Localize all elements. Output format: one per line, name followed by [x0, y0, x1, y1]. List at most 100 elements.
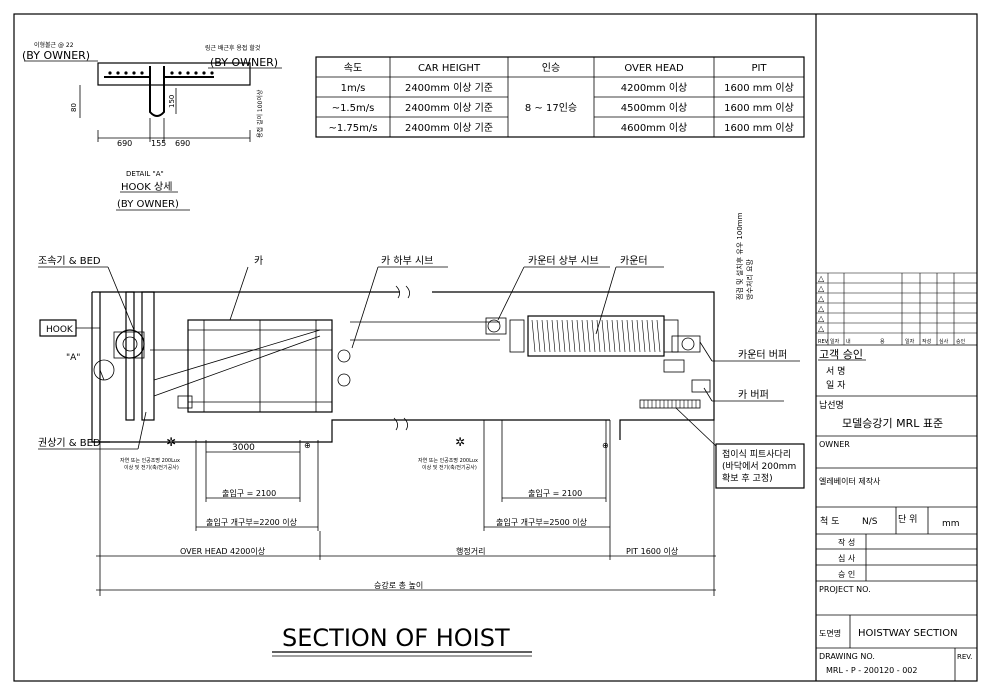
light-note-mid-2: 이상 및 전기(축/전기공사) [422, 464, 477, 471]
dim-overhead: OVER HEAD 4200이상 [180, 546, 266, 556]
dim-3000: 3000 [232, 443, 255, 453]
project-no: PROJECT NO. [819, 585, 871, 594]
delivery-label: 납선명 [819, 400, 844, 411]
bolt-note: 이형볼근 @ 22 [34, 41, 74, 49]
rev-header-rev: REV [818, 339, 829, 345]
spec-cell: 4200mm 이상 [621, 82, 688, 94]
spec-cell: 2400mm 이상 기준 [405, 122, 493, 134]
hook-detail: 이형볼근 @ 22 링근 배근후 용접 할것 (BY OWNER) (BY OW… [22, 41, 282, 211]
light-mid: ✲ [455, 435, 465, 449]
drawing-no-label: DRAWING NO. [819, 652, 875, 661]
dim-opening-right: 출입구 개구부=2500 이상 [496, 517, 588, 527]
scale-value: N/S [862, 517, 878, 527]
spec-cell: 2400mm 이상 기준 [405, 82, 493, 94]
side-note: 용접 길이 100이상 [256, 89, 264, 138]
vertical-note: 점검 및 설치후 유우 100mm [735, 212, 744, 300]
label-car: 카 [254, 255, 263, 267]
spec-cell: 4500mm 이상 [621, 102, 688, 114]
spec-header-0: 속도 [344, 62, 362, 74]
cw-hatch-line [551, 319, 556, 353]
hook-box-label: HOOK [46, 325, 74, 335]
spec-header-3: OVER HEAD [624, 63, 684, 74]
drawing-no: MRL - P - 200120 - 002 [826, 666, 917, 675]
cw-hatch-line [591, 319, 596, 353]
dim-pit: PIT 1600 이상 [626, 546, 679, 556]
spec-cell: ~1.75m/s [329, 123, 378, 134]
label-counterweight: 카운터 [620, 255, 648, 267]
drawing-name-label: 도면명 [819, 628, 841, 638]
rev-triangle-icon: △ [818, 294, 825, 303]
label-car-buffer: 카 버퍼 [738, 389, 769, 401]
light-left: ✲ [166, 435, 176, 449]
point-a: "A" [66, 353, 80, 363]
rev-triangle-icon: △ [818, 274, 825, 283]
rev-header-d2: 일자 [905, 338, 915, 345]
dim-entrance-right: 출입구 = 2100 [528, 488, 582, 498]
label-cw-buffer: 카운터 버퍼 [738, 349, 787, 361]
cw-hatch-line [581, 319, 586, 353]
spec-header-2: 인승 [542, 62, 560, 74]
vertical-note-2: 방수처리 요망 [745, 259, 754, 300]
cw-hatch-line [601, 319, 606, 353]
dim-opening-left: 출입구 개구부=2200 이상 [206, 517, 298, 527]
spec-cell: 2400mm 이상 기준 [405, 102, 493, 114]
cw-hatch-line [656, 319, 661, 353]
rev-header-date: 일자 [830, 338, 840, 345]
traction-machine [115, 329, 145, 359]
spec-cell: 8 ~ 17인승 [525, 102, 577, 114]
dim-690-right: 690 [175, 139, 190, 148]
cw-hatch-line [606, 319, 611, 353]
dim-travel: 행정거리 [456, 546, 485, 556]
cw-hatch-line [571, 319, 576, 353]
outlet-mid: ⊕ [602, 441, 609, 450]
cw-hatch-line [576, 319, 581, 353]
dim-690-left: 690 [117, 139, 132, 148]
cw-hatch-line [586, 319, 591, 353]
rev-header-draw: 작성 [922, 338, 931, 345]
cw-hatch-line [546, 319, 551, 353]
spec-cell: 1600 mm 이상 [724, 102, 794, 114]
cw-hatch-line [611, 319, 616, 353]
pit-ladder [639, 399, 701, 409]
rebar-dots [108, 71, 214, 75]
owner-label: OWNER [819, 440, 850, 449]
checked-label: 심 사 [838, 553, 856, 563]
maker-label: 엘레베이터 제작사 [819, 476, 881, 486]
cw-hatch-line [556, 319, 561, 353]
outlet-left: ⊕ [304, 441, 311, 450]
main-title: SECTION OF HOIST [282, 624, 510, 652]
hoistway-section: HOOK "A" [38, 212, 805, 657]
dim-80: 80 [70, 103, 78, 112]
rev-header-check: 심사 [939, 338, 949, 345]
customer-approval: 고객 승인 [819, 348, 863, 361]
label-cw-top-sheave: 카운터 상부 시브 [528, 255, 599, 267]
rev-triangle-icon: △ [818, 284, 825, 293]
cw-hatch-line [596, 319, 601, 353]
rev-triangle-icon: △ [818, 324, 825, 333]
label-traction-bed: 권상기 & BED [38, 437, 101, 449]
rev-triangle-icon: △ [818, 304, 825, 313]
by-owner-left: (BY OWNER) [22, 49, 90, 62]
spec-cell: 1m/s [341, 83, 366, 94]
sheet-border [13, 13, 978, 682]
label-car-bottom-sheave: 카 하부 시브 [381, 254, 433, 267]
dim-total-height: 승강로 총 높이 [374, 580, 423, 590]
rev-triangle-icon: △ [818, 314, 825, 323]
spec-cell: ~1.5m/s [332, 103, 375, 114]
cw-hatch-line [631, 319, 636, 353]
hook-owner: (BY OWNER) [117, 199, 179, 210]
cw-hatch-line [626, 319, 631, 353]
dim-155: 155 [151, 139, 166, 148]
sign-label: 서 명 [826, 366, 845, 377]
ladder-note-2: (바닥에서 200mm [722, 461, 796, 472]
drawing-name: HOISTWAY SECTION [858, 628, 958, 639]
cw-hatch-line [616, 319, 621, 353]
ladder-note-3: 확보 후 고정) [722, 472, 773, 484]
cw-hatch-line [651, 319, 656, 353]
rev-header-c1: 내 [846, 338, 851, 345]
dim-entrance-left: 출입구 = 2100 [222, 488, 276, 498]
scale-label: 척 도 [820, 516, 839, 527]
spec-cell: 1600 mm 이상 [724, 82, 794, 94]
